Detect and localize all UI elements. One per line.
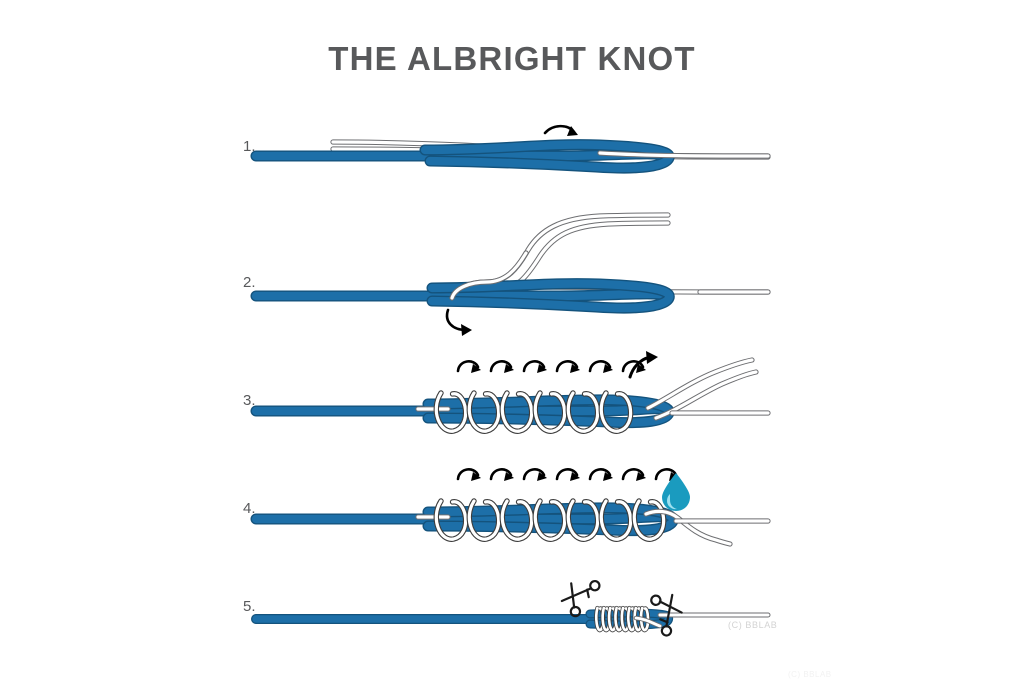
step-1-arrow-icon [543,124,578,136]
curved-arrow-icon [522,468,547,481]
step-5-figure [251,579,771,637]
step-3-number: 3. [243,392,256,409]
step-3-coils [433,390,634,434]
step-1-white-line [330,139,771,160]
step-2-white-line [449,212,771,306]
scissors-icon-bottom [650,593,683,637]
step-4-number: 4. [243,500,256,517]
curved-arrow-icon [588,360,613,373]
step-4-blue-line [250,502,679,537]
curved-arrow-icon [489,360,514,373]
curved-arrow-icon [522,360,547,373]
step-4-white-tag [643,508,771,547]
step-1-blue-line [250,139,675,174]
water-droplet-icon [662,473,690,511]
step-4-figure [250,468,771,547]
step-4-coils [433,498,667,542]
step-5-knot-coils [594,605,651,633]
curved-arrow-icon [456,468,481,481]
curved-arrow-icon [555,468,580,481]
step-2-figure [250,212,771,336]
step-3-figure [250,351,771,434]
watermark-corner: (C) BBLAB [788,670,832,679]
step-3-arrows [456,360,646,373]
step-2-arrow-icon [445,308,472,336]
step-4-arrows [456,468,679,481]
curved-arrow-icon [489,468,514,481]
curved-arrow-icon [621,360,646,373]
curved-arrow-icon [654,468,679,481]
step-2-blue-line [250,278,675,314]
curved-arrow-icon [588,468,613,481]
curved-arrow-icon [621,468,646,481]
step-5-blue-line [251,608,674,630]
scissors-icon-top [560,579,601,618]
step-3-blue-line [250,394,675,429]
page-title: THE ALBRIGHT KNOT [328,40,696,77]
step-1-figure [250,124,771,174]
curved-arrow-icon [555,360,580,373]
step-1-number: 1. [243,138,256,155]
step-3-white-tag [645,357,771,421]
watermark-main: (C) BBLAB [728,620,778,630]
step-1-white-over [597,150,771,159]
step-2-white-over [449,250,771,301]
step-2-number: 2. [243,274,256,291]
step-3-arrow-large-icon [628,351,658,379]
step-5-white-stub [633,615,663,629]
step-5-number: 5. [243,598,256,615]
curved-arrow-icon [456,360,481,373]
